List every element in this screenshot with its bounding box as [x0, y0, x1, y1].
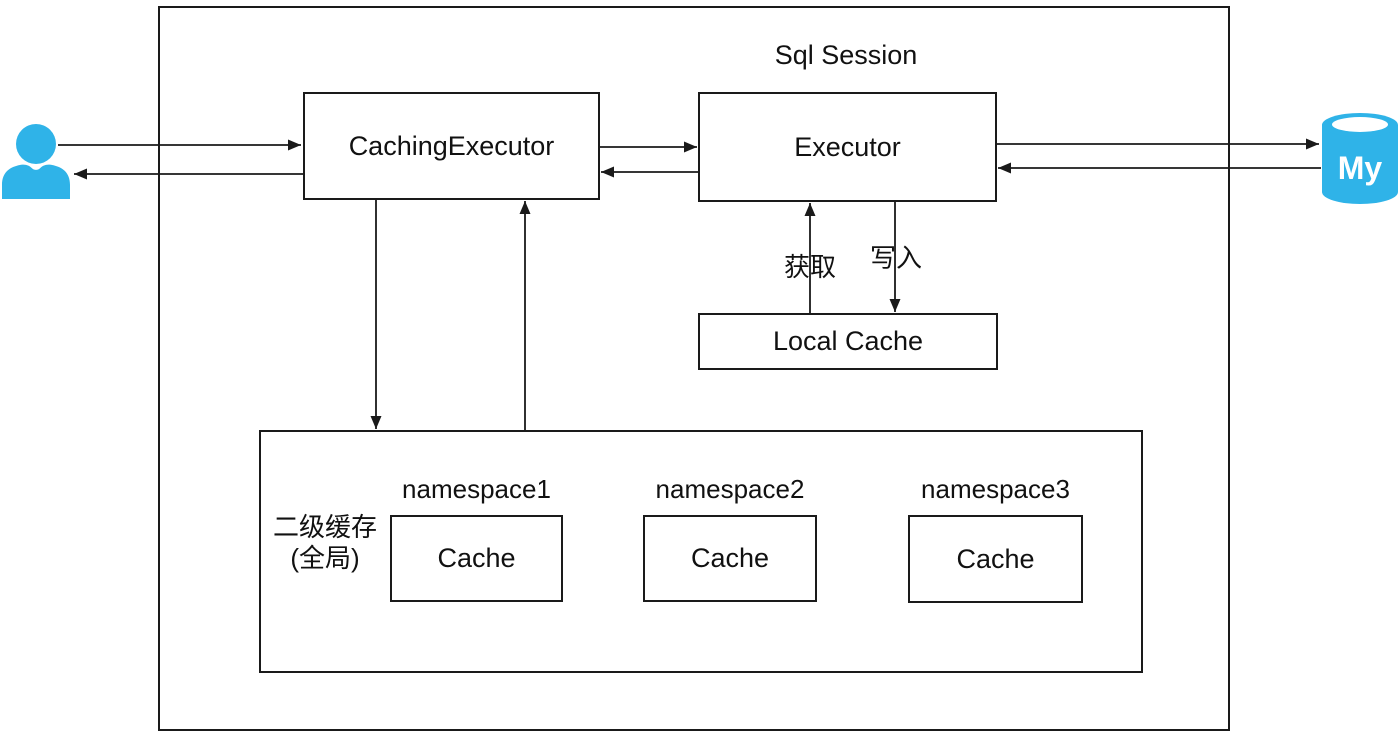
- local-cache-node: Local Cache: [698, 313, 998, 370]
- local-cache-label: Local Cache: [772, 326, 924, 356]
- mysql-database-icon: My: [1322, 113, 1398, 204]
- cache2-label: Cache: [690, 543, 770, 573]
- cache3-label: Cache: [956, 543, 1035, 574]
- sql-session-title: Sql Session: [774, 40, 918, 70]
- cache-node-namespace1: Cache: [390, 515, 563, 602]
- caching-executor-node: CachingExecutor: [303, 92, 600, 200]
- l2-cache-label-line1: 二级缓存: [272, 512, 377, 542]
- executor-node: Executor: [698, 92, 997, 202]
- cache-node-namespace2: Cache: [643, 515, 817, 602]
- caching-executor-label: CachingExecutor: [348, 130, 555, 161]
- user-icon: [2, 124, 70, 199]
- cache-node-namespace3: Cache: [908, 515, 1083, 603]
- mysql-icon-text: My: [1338, 150, 1383, 186]
- cache1-label: Cache: [437, 543, 516, 573]
- l2-cache-label-line2: (全局): [290, 542, 360, 573]
- sql-session-container: [158, 6, 1230, 731]
- namespace1-label: namespace1: [402, 474, 551, 504]
- namespace3-label: namespace3: [921, 474, 1070, 504]
- executor-label: Executor: [794, 131, 901, 162]
- l2-cache-label: 二级缓存 (全局): [259, 512, 391, 573]
- write-edge-label: 写入: [869, 243, 922, 273]
- l2-cache-container: [259, 430, 1143, 673]
- namespace2-label: namespace2: [655, 474, 805, 504]
